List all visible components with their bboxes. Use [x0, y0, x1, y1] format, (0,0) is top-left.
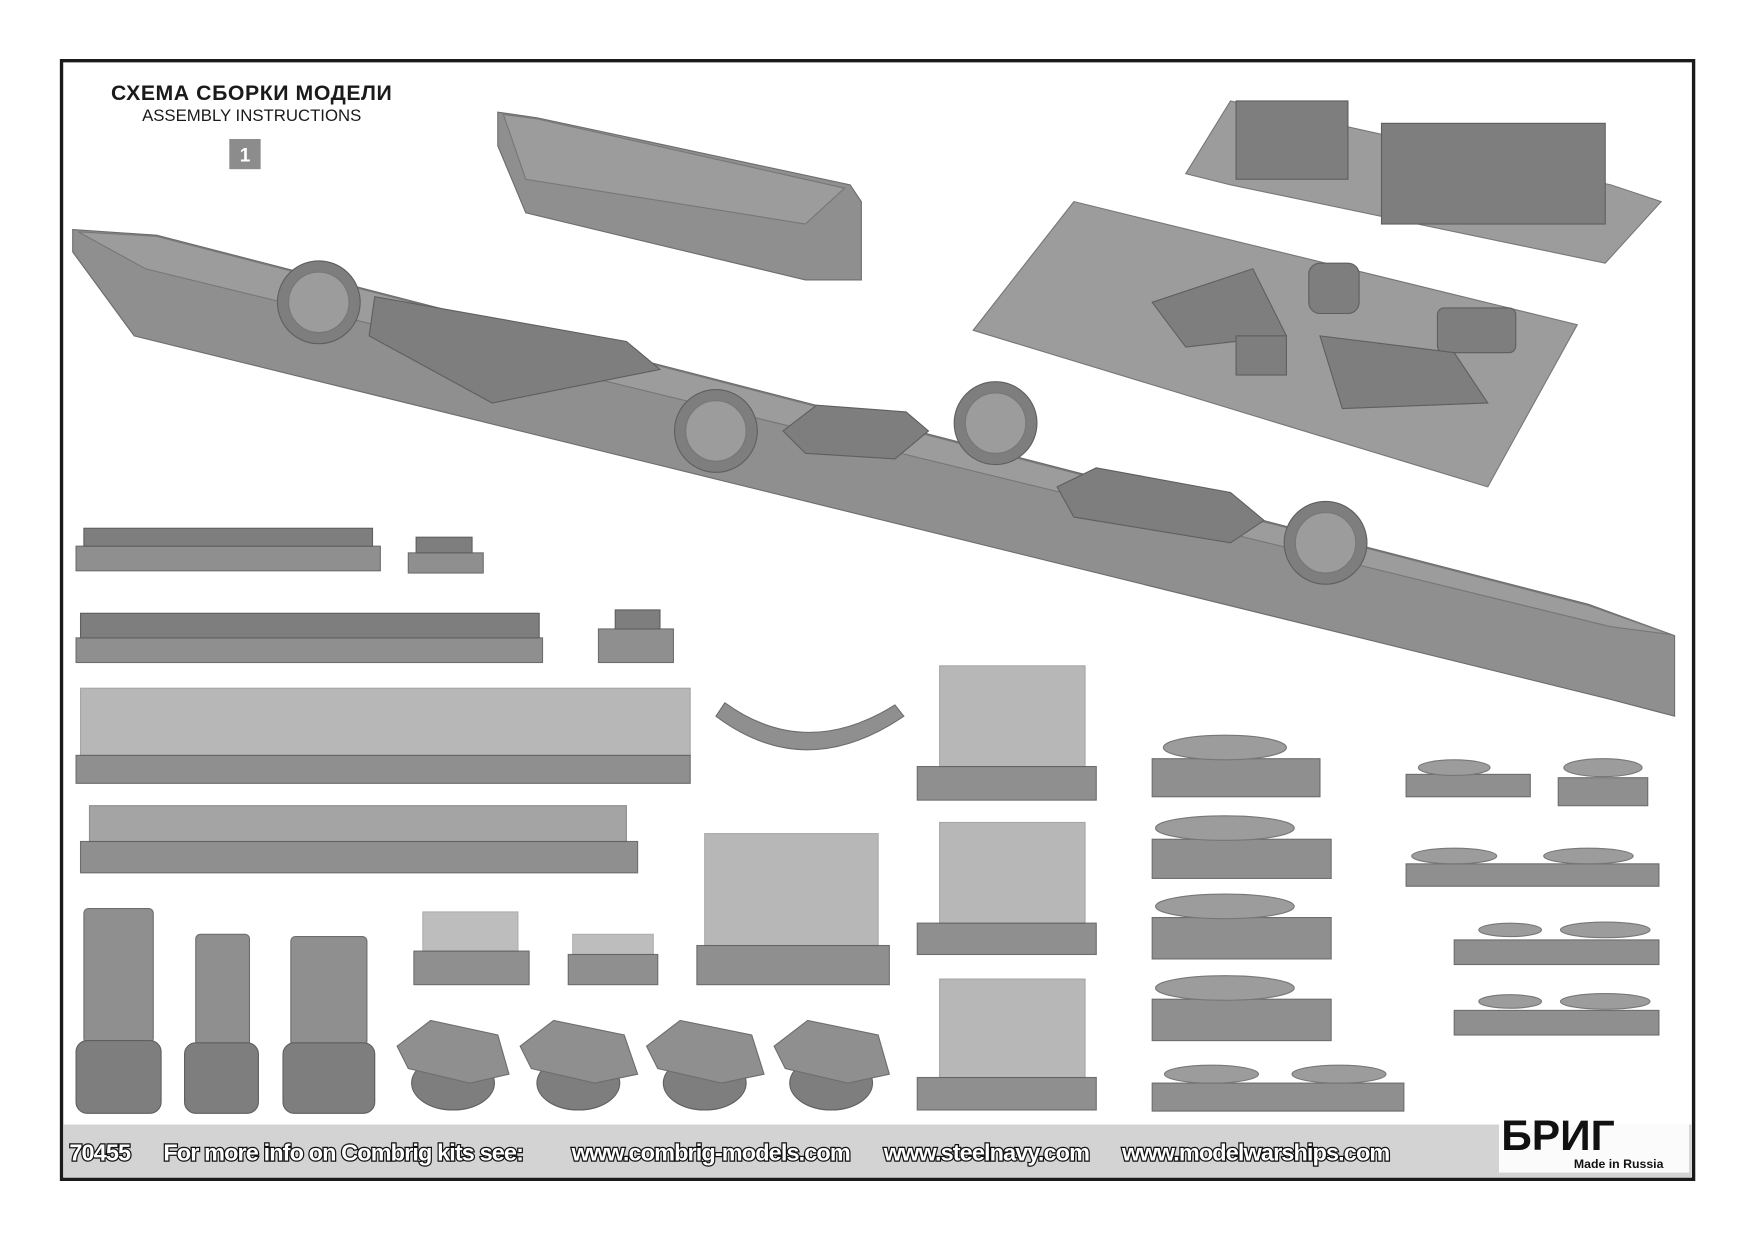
turret-1 — [396, 1019, 510, 1111]
title-english: ASSEMBLY INSTRUCTIONS — [142, 106, 361, 125]
boat-2 — [1151, 815, 1332, 879]
fittings-sprue-part — [972, 201, 1579, 488]
footer-info-text: For more info on Combrig kits see: — [163, 1139, 523, 1165]
boat-3 — [1151, 893, 1332, 960]
combrig-logo: БРИГ Made in Russia — [1498, 1107, 1690, 1173]
url-steelnavy[interactable]: www.steelnavy.com — [881, 1138, 1091, 1166]
barrels-sprue-3 — [916, 978, 1097, 1111]
small-fittings-sprue-2 — [407, 536, 484, 574]
fittings-sprue-3 — [75, 612, 544, 664]
step-number: 1 — [240, 145, 251, 166]
boat-4 — [1151, 975, 1332, 1042]
boat-5 — [1405, 759, 1531, 798]
url-modelwarships[interactable]: www.modelwarships.com — [1120, 1138, 1392, 1166]
curved-part — [715, 701, 905, 751]
turret-4 — [773, 1019, 891, 1111]
equipment-sprue — [79, 805, 639, 874]
turret-3 — [645, 1019, 765, 1111]
funnel-1 — [75, 908, 162, 1114]
funnel-3 — [282, 936, 376, 1114]
bridge-sprue-part — [1184, 100, 1663, 264]
title-russian: СХЕМА СБОРКИ МОДЕЛИ — [111, 81, 392, 105]
url-combrig[interactable]: www.combrig-models.com — [569, 1138, 852, 1166]
superstructure-deck-part — [497, 111, 862, 281]
turret-2 — [519, 1019, 639, 1111]
boat-1 — [1151, 734, 1321, 798]
small-fittings-sprue-1 — [75, 527, 381, 572]
footer-band — [63, 1124, 1692, 1178]
logo-text: БРИГ — [1501, 1113, 1615, 1160]
funnel-2 — [184, 933, 259, 1114]
barrels-sprue-large — [696, 833, 890, 986]
made-in-russia: Made in Russia — [1574, 1157, 1664, 1171]
hull-part — [72, 229, 1676, 717]
barrels-sprue-2 — [916, 821, 1097, 956]
boat-pair-3 — [1453, 921, 1660, 966]
boat-pair-2 — [1405, 847, 1660, 887]
kit-number: 70455 — [69, 1139, 131, 1165]
block-part — [597, 609, 674, 664]
boat-pair-1 — [1151, 1064, 1405, 1112]
boat-6 — [1557, 758, 1649, 807]
barrels-sprue-1 — [916, 665, 1097, 801]
step-badge — [229, 138, 261, 170]
small-parts-sprue — [567, 933, 659, 986]
boat-pair-4 — [1453, 993, 1660, 1036]
railing-posts-sprue — [75, 687, 691, 784]
searchlight-sprue — [413, 911, 530, 986]
